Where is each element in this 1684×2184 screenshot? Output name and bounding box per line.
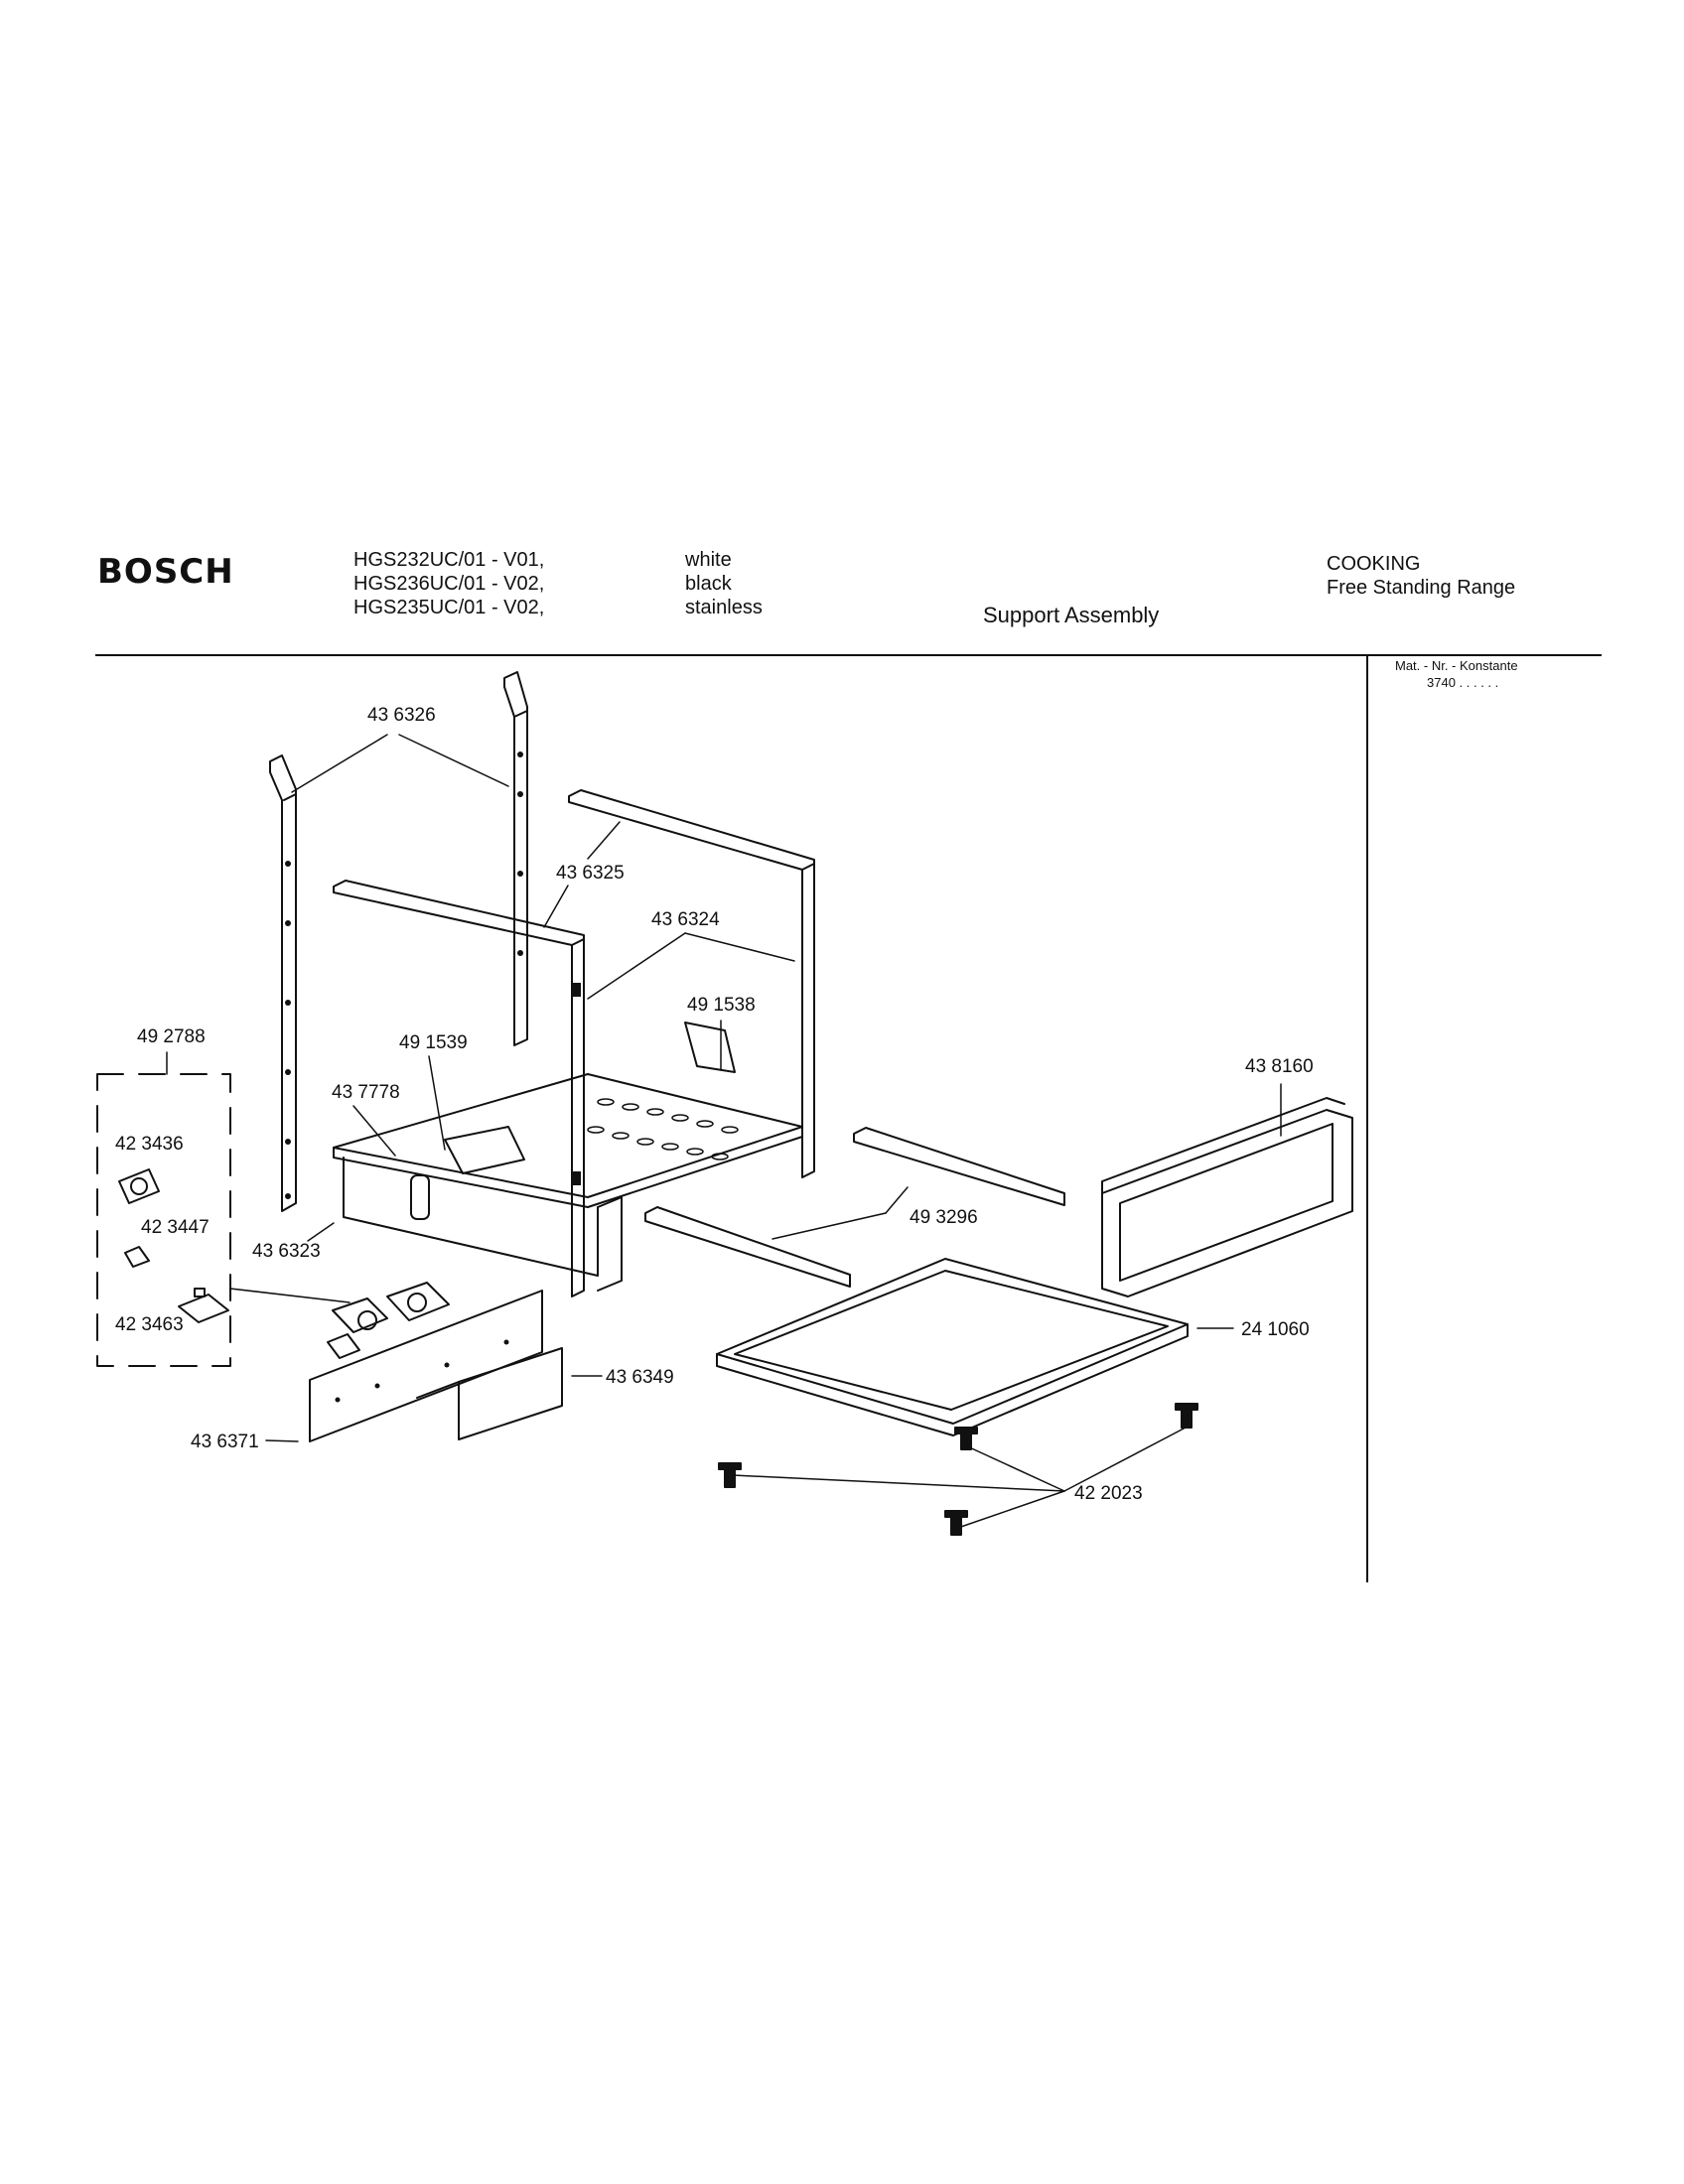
bracket-491538	[684, 1022, 736, 1073]
color-item: white	[685, 549, 732, 571]
leader-lines	[166, 734, 1282, 1530]
front-panel	[343, 1157, 623, 1292]
part-label-423447: 42 3447	[141, 1217, 210, 1238]
front-top-frame	[333, 880, 585, 1297]
part-labels: 43 6326 43 6325 43 6324 49 1538 49 1539 …	[115, 705, 1314, 1504]
header-divider	[95, 654, 1602, 656]
part-label-492788: 49 2788	[137, 1026, 206, 1047]
side-trim-right	[853, 1127, 1065, 1206]
part-label-491539: 49 1539	[399, 1032, 468, 1053]
valve-kit-boundary	[96, 1073, 231, 1367]
part-label-241060: 24 1060	[1241, 1319, 1310, 1340]
part-label-436326: 43 6326	[367, 705, 436, 726]
material-value: 3740 . . . . . .	[1427, 675, 1499, 690]
control-panel	[309, 1290, 563, 1442]
part-drawings	[96, 671, 1353, 1536]
screws	[718, 1403, 1198, 1536]
bottom-frame	[716, 1258, 1189, 1436]
brand-logo: BOSCH	[97, 552, 234, 592]
part-label-438160: 43 8160	[1245, 1056, 1314, 1077]
part-label-437778: 43 7778	[332, 1082, 400, 1103]
base-tray	[333, 1073, 803, 1208]
valve-cluster	[327, 1282, 450, 1359]
bracket-491539	[444, 1126, 525, 1174]
model-item: HGS236UC/01 - V02,	[353, 573, 545, 595]
color-item: stainless	[685, 597, 763, 618]
back-side-rail	[503, 671, 528, 1046]
left-side-rail	[269, 754, 297, 1212]
part-label-422023: 42 2023	[1074, 1483, 1143, 1504]
part-label-491538: 49 1538	[687, 995, 756, 1016]
part-label-436324: 43 6324	[651, 909, 720, 930]
part-label-436325: 43 6325	[556, 863, 625, 884]
side-trim-left	[644, 1206, 851, 1288]
part-label-423463: 42 3463	[115, 1314, 184, 1335]
subcategory: Free Standing Range	[1327, 577, 1516, 599]
backguard	[1101, 1097, 1353, 1297]
color-list: white black stainless	[685, 548, 763, 619]
category: COOKING	[1327, 553, 1421, 575]
sidebar-divider	[1366, 655, 1368, 1582]
material-label: Mat. - Nr. - Konstante	[1395, 658, 1518, 673]
part-label-436349: 43 6349	[606, 1367, 674, 1388]
part-label-423436: 42 3436	[115, 1134, 184, 1155]
material-info: Mat. - Nr. - Konstante 3740 . . . . . .	[1395, 657, 1518, 691]
category-block: COOKING Free Standing Range	[1327, 552, 1515, 600]
model-item: HGS232UC/01 - V01,	[353, 549, 545, 571]
rear-top-frame	[568, 789, 815, 1178]
valve-group-left	[118, 1168, 229, 1323]
part-label-493296: 49 3296	[910, 1207, 978, 1228]
color-item: black	[685, 573, 732, 595]
part-label-436371: 43 6371	[191, 1432, 259, 1452]
part-label-436323: 43 6323	[252, 1241, 321, 1262]
model-item: HGS235UC/01 - V02,	[353, 597, 545, 618]
page-title: Support Assembly	[983, 603, 1160, 627]
model-list: HGS232UC/01 - V01, HGS236UC/01 - V02, HG…	[353, 548, 544, 619]
